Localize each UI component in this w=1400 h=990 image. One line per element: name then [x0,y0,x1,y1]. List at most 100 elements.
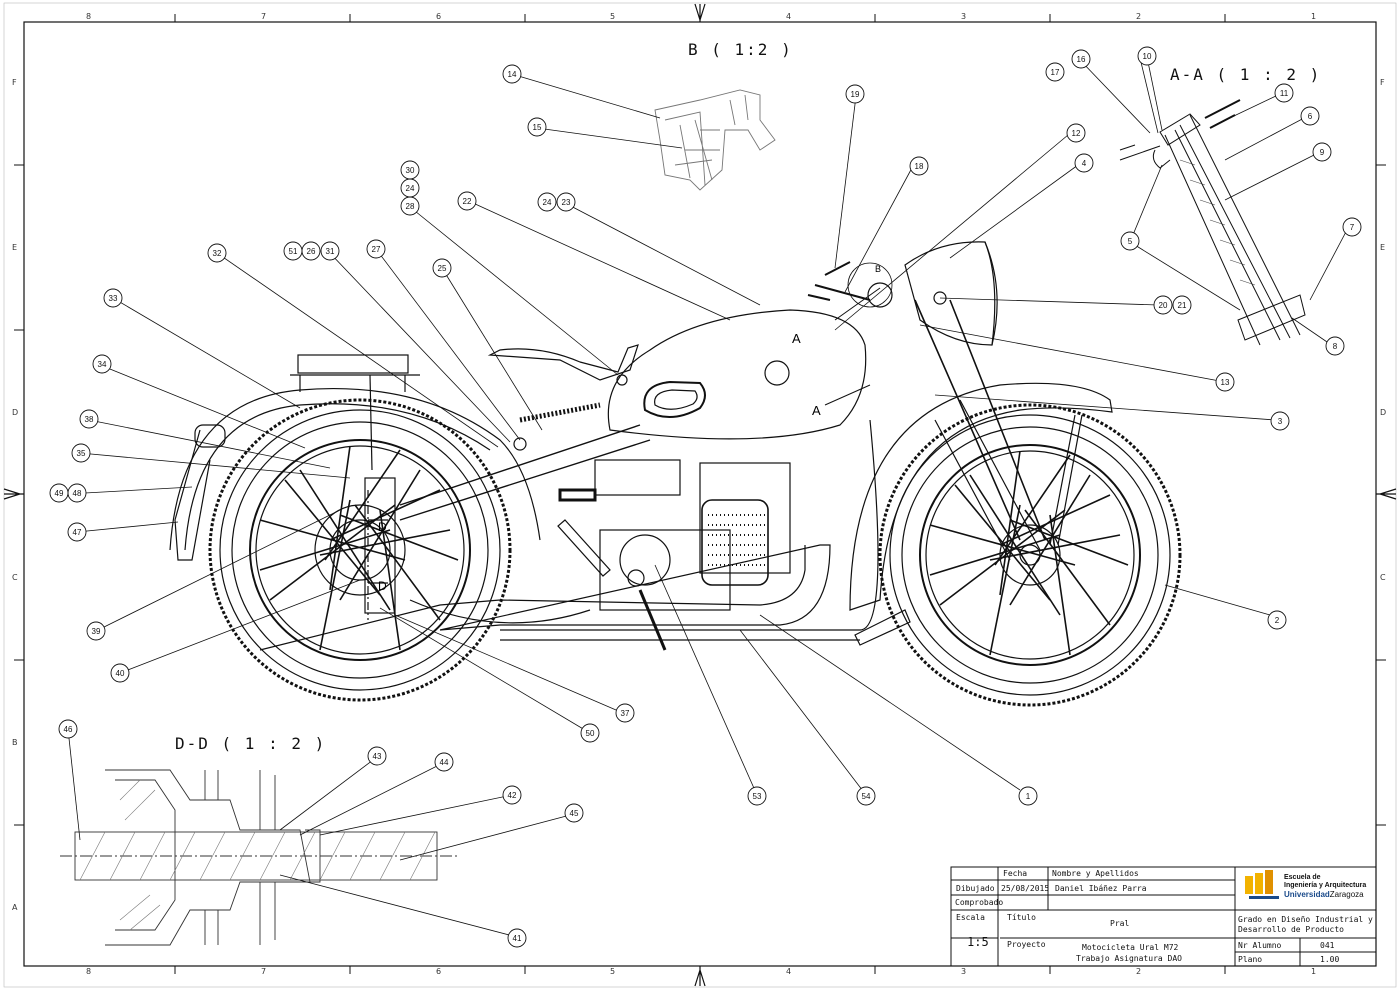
balloon-number: 1 [1026,792,1031,801]
fork-bracket [854,609,911,646]
balloon-18: 18 [909,156,929,176]
grid-col-2-top: 2 [1136,12,1142,21]
balloon-circle [502,64,522,84]
balloon-number: 24 [406,184,415,193]
balloon-8: 8 [1325,336,1345,356]
fuel-cap [764,360,790,386]
balloon-circle [556,192,576,212]
balloon-48: 48 [67,483,87,503]
balloon-number: 42 [508,791,517,800]
seat-spring [519,402,601,423]
balloon-54: 54 [856,786,876,806]
grid-ticks [14,14,1386,974]
tb-plano-value: 1.00 [1320,955,1340,964]
balloon-number: 23 [562,198,571,207]
tb-plano-label: Plano [1238,955,1263,964]
section-view-dd [60,769,460,946]
grid-col-7-top: 7 [261,12,267,21]
grid-col-1-top: 1 [1311,12,1317,21]
centering-marks [3,3,1397,987]
balloon-15: 15 [527,117,547,137]
cylinder-fins [708,514,765,566]
motorcycle-side-view [169,241,1182,707]
grid-col-4-top: 4 [786,12,792,21]
balloon-number: 48 [73,489,82,498]
balloon-14: 14 [502,64,522,84]
balloon-1: 1 [1018,786,1038,806]
balloon-circle [1267,610,1287,630]
grid-col-3-top: 3 [961,12,967,21]
balloon-37: 37 [615,703,635,723]
balloon-number: 18 [915,162,924,171]
balloon-number: 13 [1221,378,1230,387]
balloon-number: 16 [1077,55,1086,64]
tb-nombre-label: Nombre y Apellidos [1052,869,1139,878]
balloon-49: 49 [49,483,69,503]
front-wheel [878,403,1182,707]
balloon-19: 19 [845,84,865,104]
grid-col-5-bottom: 5 [610,967,616,976]
balloon-23: 23 [556,192,576,212]
view-title-aa: A-A ( 1 : 2 ) [1170,65,1322,84]
balloon-circle [845,84,865,104]
balloon-circle [1300,106,1320,126]
balloon-circle [1274,83,1294,103]
balloon-number: 49 [55,489,64,498]
balloon-circle [537,192,557,212]
grid-row-d-left: D [12,408,19,417]
balloon-number: 28 [406,202,415,211]
grid-col-3-bottom: 3 [961,967,967,976]
rear-wheel [208,398,512,702]
balloon-circle [79,409,99,429]
balloon-number: 39 [92,627,101,636]
balloon-circle [320,241,340,261]
balloon-number: 25 [438,264,447,273]
balloon-circle [747,786,767,806]
balloon-circle [527,117,547,137]
balloon-circle [400,160,420,180]
section-mark-d1: D [378,520,387,534]
balloon-circle [92,354,112,374]
tb-school-line3b: Zaragoza [1329,890,1364,899]
balloon-circle [366,239,386,259]
balloon-27: 27 [366,239,386,259]
balloon-circle [49,483,69,503]
balloon-39: 39 [86,621,106,641]
balloon-42: 42 [502,785,522,805]
balloon-number: 32 [213,249,222,258]
balloon-number: 5 [1128,237,1133,246]
grid-col-8-top: 8 [86,12,92,21]
section-mark-b: B [875,264,881,274]
balloon-circle [283,241,303,261]
balloon-28: 28 [400,196,420,216]
rear-spokes [259,445,459,651]
balloon-circle [502,785,522,805]
balloon-number: 47 [73,528,82,537]
balloon-number: 7 [1350,223,1355,232]
tb-school-line3a: Universidad [1284,890,1330,899]
grid-col-5-top: 5 [610,12,616,21]
balloon-circle [1071,49,1091,69]
balloon-circle [58,719,78,739]
balloon-number: 45 [570,809,579,818]
balloon-number: 43 [373,752,382,761]
balloon-3: 3 [1270,411,1290,431]
tb-comprobado-label: Comprobado [955,898,1004,907]
rear-mudguard [169,387,541,551]
balloon-circle [400,196,420,216]
front-fork [914,299,1046,541]
tb-escala-value: 1:5 [967,935,989,949]
balloon-number: 46 [64,725,73,734]
tb-titulo-label: Título [1007,913,1036,922]
gearbox [599,529,731,611]
balloon-number: 31 [326,247,335,256]
balloon-32: 32 [207,243,227,263]
balloon-number: 27 [372,245,381,254]
crankcase-cover [619,534,671,586]
balloon-number: 17 [1051,68,1060,77]
tb-proyecto-line1: Motocicleta Ural M72 [1082,943,1179,952]
balloon-25: 25 [432,258,452,278]
balloon-circle [1018,786,1038,806]
balloon-circle [507,928,527,948]
